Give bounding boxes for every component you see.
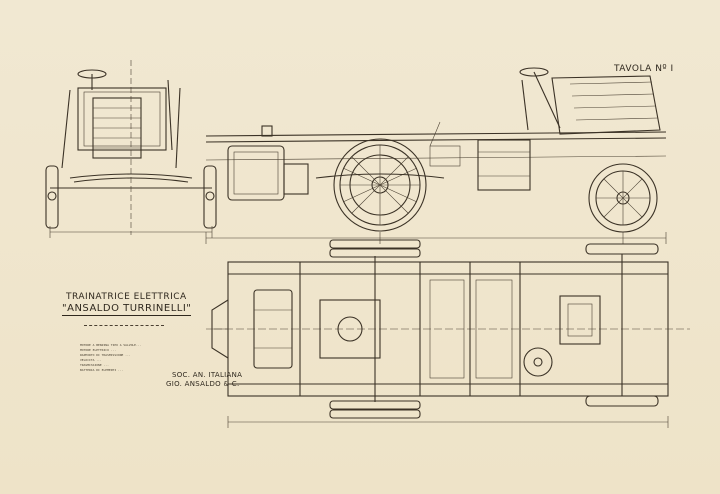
note-line: MOTORE A BENZINA TIPO A VALVOLE... <box>80 343 142 347</box>
note-line: TRASMISSIONE ... <box>80 363 109 367</box>
company-name-line1: SOC. AN. ITALIANA <box>172 371 243 379</box>
company-name-line2: GIO. ANSALDO & C. <box>166 380 240 388</box>
sheet-number-label: TAVOLA Nº I <box>614 64 674 74</box>
scale-bar <box>84 325 164 328</box>
note-line: BATTERIA DI ELEMENTI ... <box>80 368 124 372</box>
drawing-title-line2: "ANSALDO TURRINELLI" <box>62 303 192 316</box>
side-elevation-view <box>205 67 667 244</box>
note-line: VELOCITA ... <box>80 358 102 362</box>
plan-view <box>206 239 690 428</box>
drawing-title-line1: TRAINATRICE ELETTRICA <box>66 292 187 302</box>
note-line: MOTORE ELETTRICO ... <box>80 348 117 352</box>
specification-notes: MOTORE A BENZINA TIPO A VALVOLE... MOTOR… <box>80 343 175 373</box>
note-line: RAPPORTO DI TRASMISSIONE ... <box>80 353 131 357</box>
front-elevation-view <box>45 60 217 238</box>
